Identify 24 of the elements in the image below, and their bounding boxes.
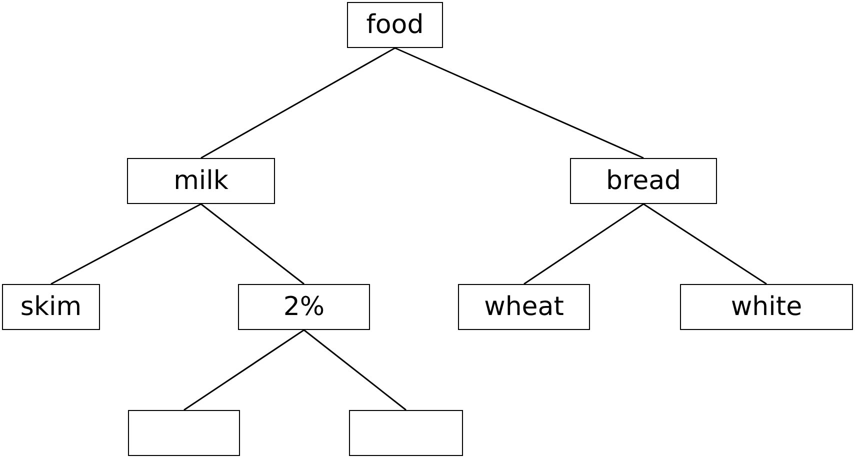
node-label: skim <box>20 292 82 322</box>
connector-line <box>524 203 644 285</box>
tree-node-box <box>680 284 853 330</box>
tree-node-box <box>2 284 100 330</box>
tree-node-box <box>238 284 370 330</box>
node-label: bread <box>606 166 682 196</box>
connector-line <box>304 329 406 411</box>
connector-line <box>200 203 304 285</box>
connector-line <box>200 47 396 159</box>
tree-node-box <box>128 410 240 456</box>
connector-line <box>394 47 644 159</box>
tree-node-box <box>127 158 275 204</box>
tree-node-box <box>349 410 463 456</box>
connector-line <box>50 203 202 285</box>
tree-node-box <box>347 2 443 48</box>
tree-node-box <box>570 158 717 204</box>
node-label: 2% <box>283 292 325 322</box>
tree-node-box <box>458 284 590 330</box>
node-label: wheat <box>484 292 564 322</box>
connector-line <box>184 329 304 411</box>
node-label: food <box>366 10 424 40</box>
node-label: milk <box>174 166 228 196</box>
node-label: white <box>730 292 802 322</box>
connector-line <box>643 203 767 285</box>
